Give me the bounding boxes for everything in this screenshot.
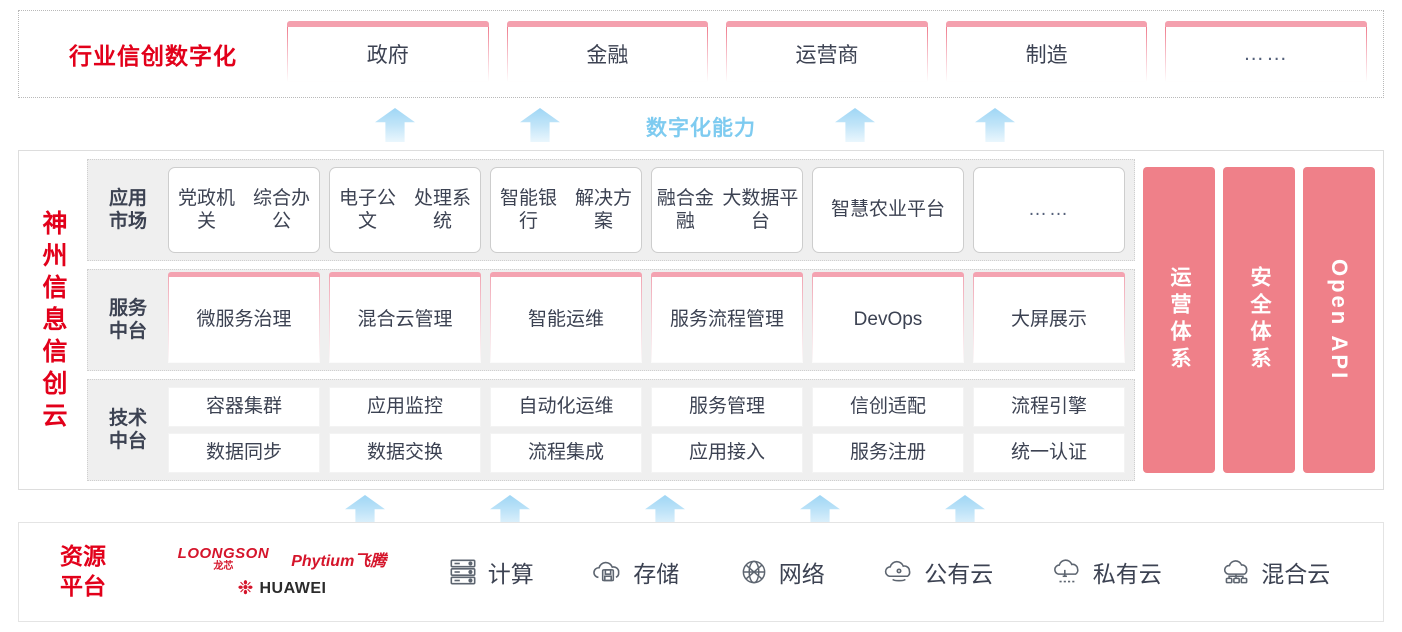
app-card-smart-agriculture-platform[interactable]: 智慧农业平台 [812, 167, 964, 253]
public-cloud-icon [882, 555, 916, 589]
industry-box-more[interactable]: …… [1165, 21, 1367, 82]
hybrid-cloud-icon [1219, 555, 1253, 589]
side-column-open-api[interactable]: Open API [1303, 167, 1375, 473]
layer-label-technology-platform: 技术 中台 [97, 407, 159, 453]
service-card-hybrid-cloud-management[interactable]: 混合云管理 [329, 272, 481, 363]
loongson-logo-cn: 龙芯 [213, 561, 234, 572]
app-card-smart-bank-solution[interactable]: 智能银行解决方案 [490, 167, 642, 253]
loongson-logo: LOONGSON 龙芯 [178, 546, 270, 572]
service-platform-items: 微服务治理 混合云管理 智能运维 服务流程管理 DevOps 大屏展示 [168, 272, 1125, 363]
app-card-government-office[interactable]: 党政机关综合办公 [168, 167, 320, 253]
technology-row-1: 容器集群 应用监控 自动化运维 服务管理 信创适配 流程引擎 [168, 387, 1125, 427]
resource-title-line-1: 资源 [60, 543, 106, 570]
layer-label-line-1: 服务 [108, 297, 147, 319]
industry-box-manufacturing[interactable]: 制造 [945, 21, 1148, 82]
huawei-logo-text: HUAWEI [259, 579, 327, 597]
cloud-panel-title: 神州信息信创云 [39, 210, 67, 434]
tech-card-application-access[interactable]: 应用接入 [651, 433, 803, 473]
resource-item-compute[interactable]: 计算 [446, 555, 534, 589]
resource-item-label: 网络 [778, 561, 825, 587]
tech-card-process-engine[interactable]: 流程引擎 [973, 387, 1125, 427]
server-icon [446, 555, 480, 589]
industry-box-carrier[interactable]: 运营商 [726, 21, 928, 82]
industry-box-finance[interactable]: 金融 [506, 21, 709, 82]
resource-title-line-2: 平台 [60, 573, 106, 599]
layer-service-platform: 服务 中台 微服务治理 混合云管理 智能运维 服务流程管理 DevOps 大屏展… [87, 269, 1135, 371]
application-market-items: 党政机关综合办公 电子公文处理系统 智能银行解决方案 融合金融大数据平台 智慧农… [168, 167, 1125, 253]
resource-platform-title: 资源 平台 [19, 542, 147, 602]
resource-platform-band: 资源 平台 LOONGSON 龙芯 Phytium飞腾 ❉ HUAWEI [18, 522, 1384, 622]
tech-card-application-monitoring[interactable]: 应用监控 [329, 387, 481, 427]
layer-label-line-1: 技术 [108, 407, 147, 429]
tech-card-data-exchange[interactable]: 数据交换 [329, 433, 481, 473]
service-card-microservice-governance[interactable]: 微服务治理 [168, 272, 320, 363]
service-card-service-process-management[interactable]: 服务流程管理 [651, 272, 803, 363]
layer-label-line-2: 中台 [108, 321, 147, 342]
capability-label: 数字化能力 [646, 117, 756, 140]
huawei-logo: ❉ HUAWEI [238, 579, 327, 598]
tech-card-service-management[interactable]: 服务管理 [651, 387, 803, 427]
tech-card-unified-authentication[interactable]: 统一认证 [973, 433, 1125, 473]
layer-label-service-platform: 服务 中台 [97, 297, 159, 343]
side-column-operations[interactable]: 运营体系 [1143, 167, 1215, 473]
resource-item-label: 存储 [633, 561, 680, 587]
layer-label-line-2: 市场 [108, 211, 147, 232]
tech-card-service-registry[interactable]: 服务注册 [812, 433, 964, 473]
resource-item-network[interactable]: 网络 [737, 555, 825, 589]
resource-item-label: 私有云 [1092, 561, 1162, 587]
tech-card-container-cluster[interactable]: 容器集群 [168, 387, 320, 427]
resource-item-storage[interactable]: 存储 [591, 555, 679, 589]
tech-card-process-integration[interactable]: 流程集成 [490, 433, 642, 473]
layer-label-line-1: 应用 [108, 187, 147, 209]
service-card-devops[interactable]: DevOps [812, 272, 964, 363]
resource-item-label: 公有云 [924, 561, 994, 587]
tech-card-data-sync[interactable]: 数据同步 [168, 433, 320, 473]
side-column-group: 运营体系 安全体系 Open API [1143, 159, 1375, 481]
industry-band: 行业信创数字化 政府 金融 运营商 制造 …… [18, 10, 1384, 98]
resource-item-list: 计算 存储 [417, 555, 1383, 589]
industry-box-list: 政府 金融 运营商 制造 …… [287, 21, 1383, 82]
technology-platform-items: 容器集群 应用监控 自动化运维 服务管理 信创适配 流程引擎 数据同步 数据交换… [168, 387, 1125, 473]
resource-item-hybrid-cloud[interactable]: 混合云 [1219, 555, 1330, 589]
service-card-intelligent-ops[interactable]: 智能运维 [490, 272, 642, 363]
side-column-security[interactable]: 安全体系 [1223, 167, 1295, 473]
cloud-panel: 神州信息信创云 应用 市场 党政机关综合办公 电子公文处理系统 智能银行解决方案… [18, 150, 1384, 490]
layer-application-market: 应用 市场 党政机关综合办公 电子公文处理系统 智能银行解决方案 融合金融大数据… [87, 159, 1135, 261]
layer-label-application-market: 应用 市场 [97, 187, 159, 233]
network-icon [737, 555, 771, 589]
tech-card-automated-ops[interactable]: 自动化运维 [490, 387, 642, 427]
private-cloud-icon [1051, 555, 1085, 589]
resource-item-label: 混合云 [1261, 561, 1331, 587]
app-card-more[interactable]: …… [973, 167, 1125, 253]
layer-label-line-2: 中台 [108, 431, 147, 452]
loongson-logo-en: LOONGSON [177, 545, 270, 562]
tech-card-xinchuang-adaptation[interactable]: 信创适配 [812, 387, 964, 427]
phytium-logo: Phytium飞腾 [291, 553, 387, 570]
app-card-finance-bigdata-platform[interactable]: 融合金融大数据平台 [651, 167, 803, 253]
app-card-e-document-system[interactable]: 电子公文处理系统 [329, 167, 481, 253]
industry-box-government[interactable]: 政府 [287, 21, 489, 82]
huawei-flower-icon: ❉ [237, 578, 254, 599]
cloud-storage-icon [591, 555, 625, 589]
layer-technology-platform: 技术 中台 容器集群 应用监控 自动化运维 服务管理 信创适配 流程引擎 [87, 379, 1135, 481]
industry-band-title: 行业信创数字化 [69, 43, 237, 69]
service-card-large-screen-display[interactable]: 大屏展示 [973, 272, 1125, 363]
vendor-logo-group: LOONGSON 龙芯 Phytium飞腾 ❉ HUAWEI [147, 546, 417, 598]
resource-item-label: 计算 [487, 561, 534, 587]
resource-item-public-cloud[interactable]: 公有云 [882, 555, 993, 589]
resource-item-private-cloud[interactable]: 私有云 [1051, 555, 1162, 589]
technology-row-2: 数据同步 数据交换 流程集成 应用接入 服务注册 统一认证 [168, 433, 1125, 473]
